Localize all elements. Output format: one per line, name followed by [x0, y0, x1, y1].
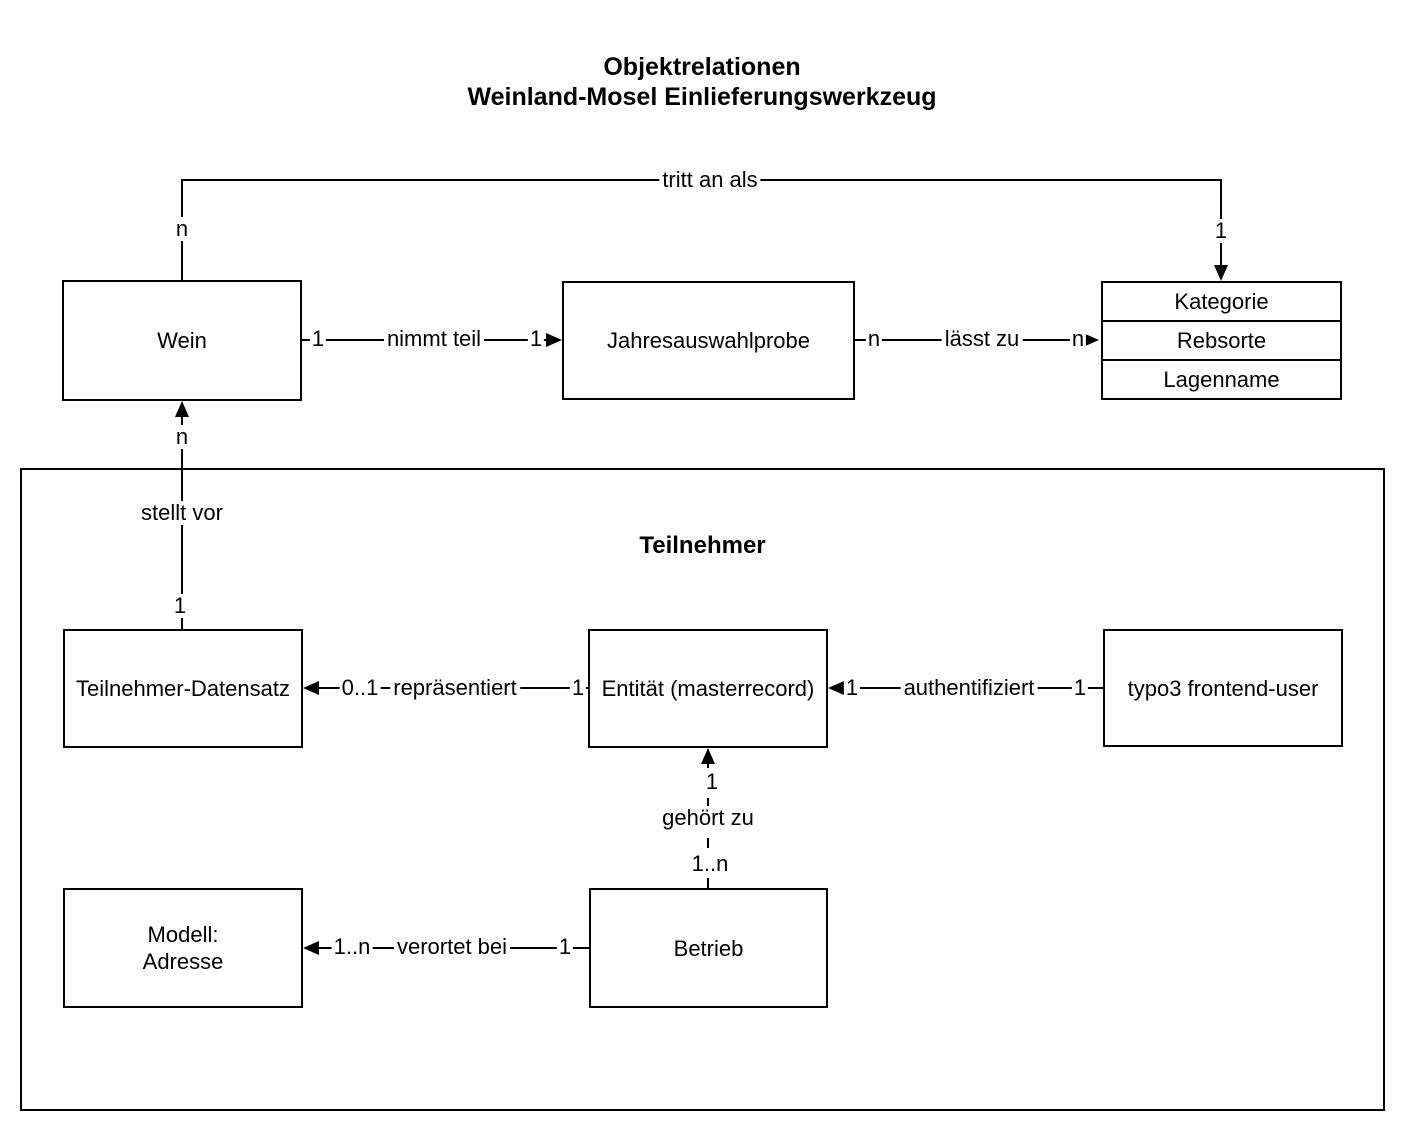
- entity-label-entitaet: Entität (masterrecord): [601, 676, 815, 701]
- cardinality-repraesentiert-left: 0..1: [339, 675, 381, 700]
- stack-row-lagenname: Lagenname: [1103, 359, 1340, 398]
- entity-box-typo3-frontend-user: typo3 frontend-user: [1103, 629, 1343, 747]
- relation-label-gehoert-zu: gehört zu: [659, 806, 757, 830]
- cardinality-verortet-bei-left: 1..n: [331, 934, 373, 959]
- cardinality-laesst-zu-left: n: [865, 326, 883, 351]
- cardinality-tritt-an-als-kategorie: 1: [1212, 218, 1230, 243]
- diagram-title-line1: Objektrelationen: [603, 53, 801, 81]
- entity-label-adresse: Adresse: [142, 949, 224, 974]
- relation-label-verortet-bei: verortet bei: [393, 935, 511, 959]
- entity-box-teilnehmer-datensatz: Teilnehmer-Datensatz: [63, 629, 303, 748]
- cardinality-verortet-bei-right: 1: [556, 934, 574, 959]
- entity-box-modell-adresse: Modell: Adresse: [63, 888, 303, 1008]
- cardinality-tritt-an-als-wein: n: [173, 216, 191, 241]
- diagram-title: Objektrelationen Weinland-Mosel Einliefe…: [0, 52, 1404, 112]
- entity-label-wein: Wein: [157, 328, 207, 353]
- diagram-title-line2: Weinland-Mosel Einlieferungswerkzeug: [467, 83, 937, 111]
- cardinality-gehoert-zu-bottom: 1..n: [689, 851, 731, 876]
- cardinality-nimmt-teil-right: 1: [527, 326, 545, 351]
- entity-label-typo3-frontend-user: typo3 frontend-user: [1127, 675, 1319, 701]
- cardinality-gehoert-zu-top: 1: [703, 769, 721, 794]
- relation-label-laesst-zu: lässt zu: [941, 327, 1023, 351]
- relation-label-nimmt-teil: nimmt teil: [383, 327, 485, 351]
- relation-label-repraesentiert: repräsentiert: [390, 676, 520, 700]
- entity-label-modell: Modell:: [147, 922, 219, 947]
- relation-label-authentifiziert: authentifiziert: [900, 676, 1038, 700]
- entity-label-teilnehmer-datensatz: Teilnehmer-Datensatz: [76, 676, 290, 701]
- stack-row-rebsorte: Rebsorte: [1103, 320, 1340, 359]
- entity-box-entitaet: Entität (masterrecord): [588, 629, 828, 748]
- relation-label-stellt-vor: stellt vor: [138, 501, 226, 525]
- relation-line-tritt-an-als: [181, 179, 1228, 281]
- entity-box-kategorie-stack: Kategorie Rebsorte Lagenname: [1101, 281, 1342, 400]
- cardinality-laesst-zu-right: n: [1069, 326, 1087, 351]
- cardinality-repraesentiert-right: 1: [569, 675, 587, 700]
- stack-row-kategorie: Kategorie: [1174, 289, 1269, 314]
- cardinality-stellt-vor-top: n: [173, 424, 191, 449]
- entity-label-betrieb: Betrieb: [673, 935, 744, 961]
- cardinality-authentifiziert-right: 1: [1071, 675, 1089, 700]
- entity-box-wein: Wein: [62, 280, 302, 401]
- entity-label-jahresauswahlprobe: Jahresauswahlprobe: [606, 328, 811, 353]
- cardinality-authentifiziert-left: 1: [843, 675, 861, 700]
- entity-box-jahresauswahlprobe: Jahresauswahlprobe: [562, 281, 855, 400]
- relation-label-tritt-an-als: tritt an als: [659, 168, 761, 192]
- cardinality-nimmt-teil-left: 1: [309, 326, 327, 351]
- teilnehmer-container-title: Teilnehmer: [639, 532, 766, 559]
- cardinality-stellt-vor-bottom: 1: [171, 593, 189, 618]
- entity-box-betrieb: Betrieb: [589, 888, 828, 1008]
- teilnehmer-container: Teilnehmer: [20, 468, 1385, 1111]
